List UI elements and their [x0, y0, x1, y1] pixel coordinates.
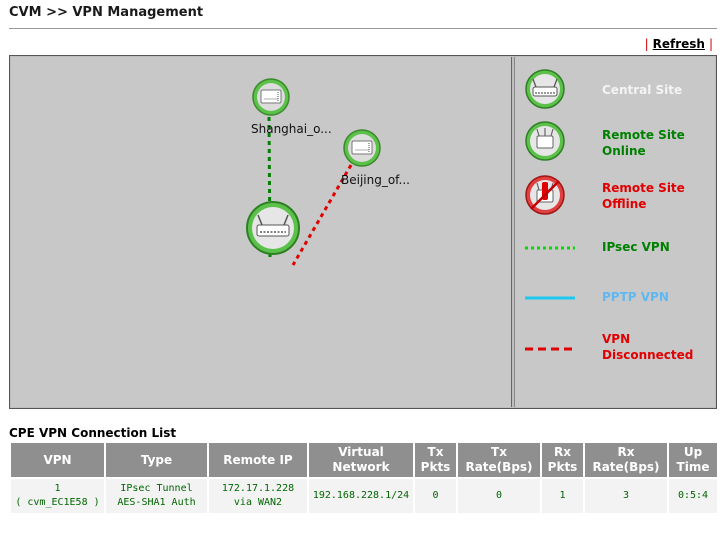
col-vpn-header: VPN	[9, 441, 106, 479]
cell-vpn: 1( cvm_EC1E58 )	[9, 477, 106, 515]
legend-remote-offline-line2: Offline	[602, 197, 647, 211]
vpn-disconnected-line-icon	[525, 347, 575, 351]
remote-offline-legend-icon	[525, 175, 565, 215]
cell-tx-rate: 0	[456, 477, 542, 515]
remote-site-beijing-icon[interactable]	[343, 129, 381, 167]
central-site-icon[interactable]	[246, 201, 300, 255]
legend-remote-online-line2: Online	[602, 144, 646, 158]
refresh-left-pipe: |	[644, 37, 649, 51]
legend-ipsec-vpn: IPsec VPN	[602, 240, 670, 254]
node-label-beijing: Beijing_of...	[341, 173, 410, 187]
cell-tx-pkts: 0	[413, 477, 458, 515]
legend-vpn-disconnected-line2: Disconnected	[602, 348, 694, 362]
cell-up-time: 0:5:4	[667, 477, 719, 515]
connection-list-title: CPE VPN Connection List	[9, 426, 177, 440]
legend-pptp-vpn: PPTP VPN	[602, 290, 669, 304]
topology-canvas: Shanghai_o... Beijing_of...	[11, 57, 512, 407]
legend-central-site: Central Site	[602, 83, 683, 97]
topology-svg	[246, 78, 381, 266]
vpn-map-frame: Shanghai_o... Beijing_of... Central Site…	[9, 55, 717, 409]
legend-vpn-disconnected: VPN Disconnected	[602, 331, 693, 363]
remote-online-legend-icon	[525, 121, 565, 161]
legend-vpn-disconnected-line1: VPN	[602, 332, 631, 346]
cell-rx-pkts: 1	[540, 477, 585, 515]
cell-virtual-network: 192.168.228.1/24	[307, 477, 415, 515]
node-label-shanghai: Shanghai_o...	[251, 122, 332, 136]
refresh-right-pipe: |	[708, 37, 713, 51]
central-site-legend-icon	[525, 69, 565, 109]
col-type-header: Type	[104, 441, 209, 479]
remote-site-shanghai-icon[interactable]	[252, 78, 290, 116]
refresh-link[interactable]: Refresh	[652, 37, 705, 51]
page-title: CVM >> VPN Management	[9, 5, 204, 20]
disconnected-link-beijing	[291, 164, 353, 266]
pptp-vpn-line-icon	[525, 296, 575, 300]
legend-remote-online-line1: Remote Site	[602, 128, 685, 142]
legend-remote-offline-line1: Remote Site	[602, 181, 685, 195]
legend-panel: Central Site Remote Site Online Remote S…	[514, 57, 715, 407]
col-remote-ip-header: Remote IP	[207, 441, 309, 479]
title-divider	[9, 28, 717, 29]
legend-remote-online: Remote Site Online	[602, 127, 685, 159]
refresh-bar: |Refresh|	[641, 37, 717, 51]
ipsec-vpn-line-icon	[525, 246, 575, 250]
legend-remote-offline: Remote Site Offline	[602, 180, 685, 212]
cell-rx-rate: 3	[583, 477, 669, 515]
